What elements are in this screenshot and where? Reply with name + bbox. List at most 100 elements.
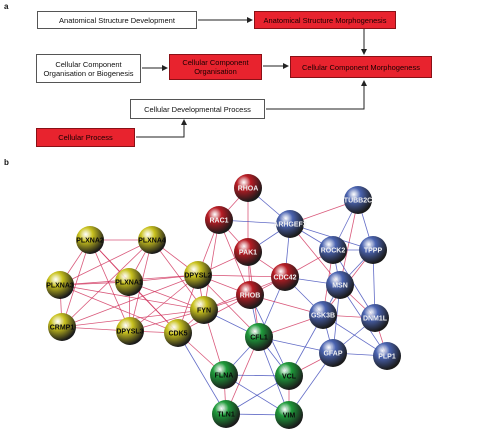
- node-label: CRMP1: [50, 325, 75, 332]
- node-label: ROCK2: [321, 248, 346, 255]
- node-label: PLXNA3: [46, 283, 74, 290]
- node-sphere: [373, 342, 401, 370]
- node-label: DPYSL2: [184, 273, 211, 280]
- node-label: CDK5: [168, 331, 187, 338]
- network-node-rock2: ROCK2: [319, 236, 347, 264]
- network-edge: [89, 239, 131, 332]
- network-node-rac1: RAC1: [205, 206, 233, 234]
- network-node-gsk3b: GSK3B: [309, 301, 337, 329]
- network-node-tppp: TPPP: [359, 236, 387, 264]
- network-edge: [203, 219, 220, 311]
- node-sphere: [190, 296, 218, 324]
- node-sphere: [205, 206, 233, 234]
- node-label: MSN: [332, 283, 348, 290]
- node-sphere: [234, 238, 262, 266]
- arrow-cdp-ccm: [266, 80, 367, 110]
- arrow-cp-cdp: [136, 119, 187, 138]
- node-sphere: [212, 400, 240, 428]
- network-node-rhoa: RHOA: [234, 174, 262, 202]
- network-edge: [151, 239, 205, 311]
- network-edge: [129, 274, 199, 332]
- network-edge: [197, 274, 286, 278]
- network-node-vim: VIM: [275, 401, 303, 429]
- network-node-flna: FLNA: [210, 361, 238, 389]
- node-sphere: [361, 304, 389, 332]
- node-label: PLXNA4: [138, 238, 166, 245]
- network-node-cdc42: CDC42: [271, 263, 299, 291]
- network-edge: [61, 239, 153, 328]
- node-sphere: [210, 361, 238, 389]
- network-edge: [59, 239, 153, 286]
- node-sphere: [309, 301, 337, 329]
- network-node-fyn: FYN: [190, 296, 218, 324]
- node-sphere: [326, 271, 354, 299]
- box-anatomical-structure-morphogenesis: Anatomical Structure Morphogenesis: [254, 11, 396, 29]
- network-node-gfap: GFAP: [319, 339, 347, 367]
- node-label: VIM: [283, 413, 296, 420]
- network-node-arhgef2: ARHGEF2: [273, 210, 307, 238]
- network-node-dpysl5: CDK5: [164, 319, 192, 347]
- node-label: RHOA: [238, 186, 259, 193]
- node-label: PLP1: [378, 354, 396, 361]
- box-cellular-component-organisation-or-biogenesis: Cellular Component Organisation or Bioge…: [36, 54, 141, 83]
- network-node-pak1: PAK1: [234, 238, 262, 266]
- network-node-msn: MSN: [326, 271, 354, 299]
- node-sphere: [46, 271, 74, 299]
- node-sphere: [234, 174, 262, 202]
- node-label: ARHGEF2: [273, 222, 307, 229]
- box-cellular-component-morphogeness: Cellular Component Morphogeness: [290, 56, 432, 78]
- node-label: VCL: [282, 374, 297, 381]
- node-label: TUBB2C: [344, 198, 372, 205]
- node-sphere: [276, 210, 304, 238]
- node-sphere: [245, 323, 273, 351]
- node-sphere: [116, 317, 144, 345]
- node-sphere: [236, 281, 264, 309]
- node-label: PLXNA1: [115, 280, 143, 287]
- node-label: PAK1: [239, 250, 257, 257]
- panel-a-letter: a: [4, 2, 9, 11]
- network-edge: [177, 332, 227, 415]
- node-label: TPPP: [364, 248, 383, 255]
- network-node-dpysl2: DPYSL2: [184, 261, 212, 289]
- node-sphere: [275, 401, 303, 429]
- network-node-rhob: RHOB: [236, 281, 264, 309]
- node-label: FYN: [197, 308, 211, 315]
- node-sphere: [115, 268, 143, 296]
- node-label: TLN1: [217, 412, 235, 419]
- network-node-cfl1: CFL1: [245, 323, 273, 351]
- flow-arrows: [136, 17, 367, 138]
- network-edge: [59, 284, 179, 334]
- network-edge: [59, 284, 205, 311]
- network-node-plxna1: PLXNA1: [115, 268, 143, 296]
- node-label: GSK3B: [311, 313, 335, 320]
- network-node-plxna4: PLXNA4: [138, 226, 166, 254]
- network-node-plxna3: PLXNA3: [46, 271, 74, 299]
- node-sphere: [319, 339, 347, 367]
- node-label: PLXNA2: [76, 238, 104, 245]
- node-sphere: [359, 236, 387, 264]
- node-label: CDC42: [274, 275, 297, 282]
- node-sphere: [164, 319, 192, 347]
- panel-b-letter: b: [4, 158, 9, 167]
- network-node-vcl: VCL: [275, 362, 303, 390]
- network-node-dpysl3: DPYSL3: [116, 317, 144, 345]
- box-cellular-developmental-process: Cellular Developmental Process: [130, 99, 265, 119]
- node-sphere: [319, 236, 347, 264]
- node-sphere: [76, 226, 104, 254]
- box-cellular-component-organisation: Cellular Component Organisation: [169, 54, 262, 80]
- node-label: DPYSL3: [116, 329, 143, 336]
- node-sphere: [271, 263, 299, 291]
- network-node-plxna2: PLXNA2: [76, 226, 104, 254]
- node-label: CFL1: [250, 335, 268, 342]
- network-node-tubb2c: TUBB2C: [344, 186, 372, 214]
- network-node-plp1: PLP1: [373, 342, 401, 370]
- node-sphere: [344, 186, 372, 214]
- network-edge: [61, 274, 199, 328]
- network-node-dnm1l: DNM1L: [361, 304, 389, 332]
- box-anatomical-structure-development: Anatomical Structure Development: [37, 11, 197, 29]
- node-label: DNM1L: [363, 316, 388, 323]
- node-sphere: [184, 261, 212, 289]
- box-cellular-process: Cellular Process: [36, 128, 135, 147]
